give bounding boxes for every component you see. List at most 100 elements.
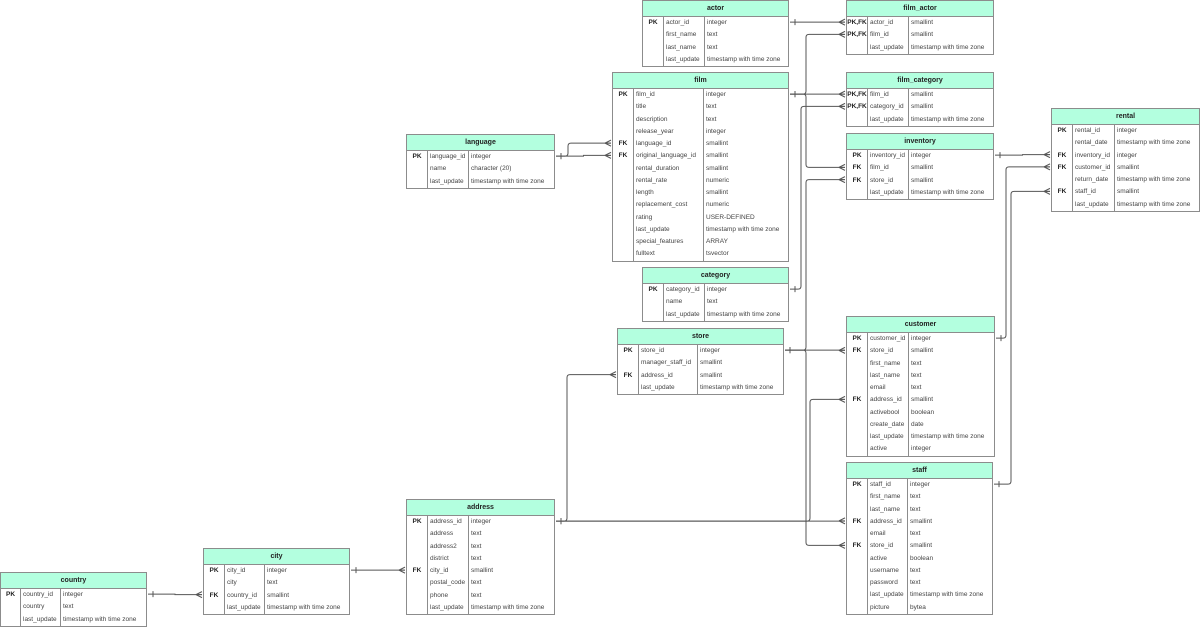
column-name: city_id: [225, 565, 265, 578]
column-type: integer: [471, 153, 491, 160]
column-name: active: [868, 552, 908, 565]
column-type: timestamp with time zone: [1117, 200, 1191, 208]
